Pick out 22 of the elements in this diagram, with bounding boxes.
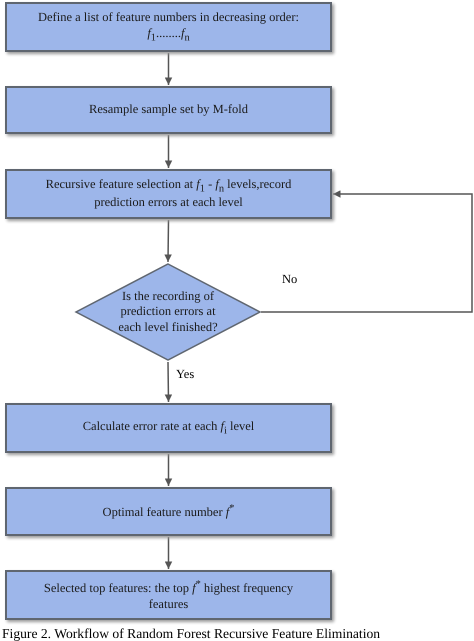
process-text: Optimal feature number f$^{*}$ — [102, 502, 234, 521]
decision-text: Is the recording of prediction errors at each level finished? — [117, 288, 219, 336]
arrow — [164, 135, 172, 168]
process-box — [5, 2, 332, 52]
process-text: Define a list of feature numbers in decreasing order: f$_{1}$........f$_{n}$ — [36, 10, 300, 44]
arrow — [164, 53, 172, 85]
process-text: Selected top features: the top f$^{*}$ highest frequency features — [42, 578, 294, 612]
arrow — [164, 454, 172, 486]
arrow — [164, 220, 172, 262]
process-text: Resample sample set by M-fold — [89, 102, 248, 118]
figure-caption: Figure 2. Workflow of Random Forest Recursive Feature Elimination — [2, 626, 380, 641]
decision-diamond — [75, 263, 261, 361]
process-text: Recursive feature selection at f$_{1}$ - f$_{n}$ levels,record prediction errors at each level — [44, 176, 292, 212]
arrow — [164, 362, 172, 402]
process-box — [5, 487, 332, 536]
process-box — [5, 403, 332, 453]
process-box — [5, 86, 332, 134]
process-text: Calculate error rate at each f$_{i}$ level — [82, 418, 254, 438]
process-box — [5, 169, 332, 219]
arrow — [261, 190, 473, 313]
process-box — [5, 570, 332, 620]
arrow — [164, 537, 172, 569]
